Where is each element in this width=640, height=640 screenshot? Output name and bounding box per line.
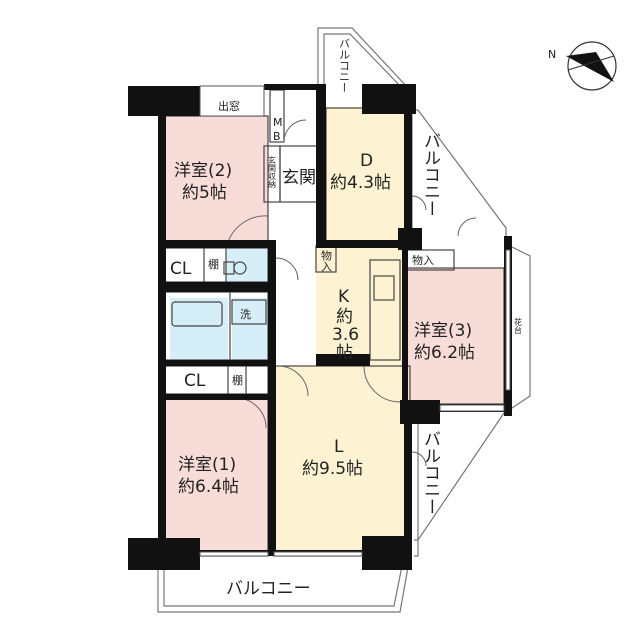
closet-top-label: CL bbox=[170, 259, 192, 279]
bay-window-label: 出窓 bbox=[218, 99, 240, 113]
mb-label-1: M bbox=[273, 116, 283, 129]
balcony-bottom-label: バルコニー bbox=[226, 579, 311, 599]
bedroom3-size: 約6.2帖 bbox=[414, 343, 475, 363]
shelf-top-label: 棚 bbox=[208, 257, 219, 271]
living-size: 約9.5帖 bbox=[302, 459, 363, 479]
flower-stand-label: 花台 bbox=[514, 317, 523, 335]
balcony-top-right-label: バルコニー bbox=[420, 132, 440, 217]
closet-bottom-label: CL bbox=[184, 371, 206, 391]
balcony-right-label: バルコニー bbox=[420, 430, 440, 515]
entrance-storage-label: 玄関収納 bbox=[268, 155, 277, 189]
bedroom1-name: 洋室(1) bbox=[178, 455, 236, 475]
shelf-bottom-label: 棚 bbox=[232, 373, 243, 387]
kitchen-size-3: 帖 bbox=[336, 343, 353, 363]
dining-name: D bbox=[360, 151, 373, 171]
dining-size: 約4.3帖 bbox=[330, 173, 391, 193]
kitchen-name: K bbox=[338, 287, 350, 307]
bedroom2-size: 約5帖 bbox=[182, 183, 227, 203]
bedroom1-size: 約6.4帖 bbox=[178, 477, 239, 497]
mb-label-2: B bbox=[273, 130, 281, 143]
windows bbox=[199, 85, 511, 557]
bath-floor bbox=[170, 298, 228, 360]
bedroom1-floor bbox=[164, 398, 268, 556]
balcony-top-left-label: バルコニー bbox=[338, 38, 351, 93]
wash-floor bbox=[232, 298, 268, 360]
bedroom3-name: 洋室(3) bbox=[414, 321, 472, 341]
north-compass bbox=[566, 41, 617, 91]
kitchen-size-1: 約 bbox=[336, 307, 353, 327]
bedroom2-name: 洋室(2) bbox=[174, 161, 232, 181]
door-swings bbox=[227, 119, 477, 467]
bedroom3-floor bbox=[404, 268, 504, 404]
kitchen-size-2: 3.6 bbox=[332, 325, 359, 345]
kitchen-floor bbox=[316, 246, 404, 366]
north-label: N bbox=[548, 48, 556, 61]
storage-kitchen-label: 物入 bbox=[320, 249, 333, 272]
storage-bed3-label: 物入 bbox=[412, 253, 434, 267]
living-floor bbox=[274, 366, 410, 556]
entrance-label: 玄関 bbox=[282, 168, 316, 188]
bedroom2-floor bbox=[164, 116, 268, 242]
living-name: L bbox=[334, 437, 344, 457]
toilet-floor bbox=[226, 248, 268, 282]
washroom-label: 洗 bbox=[240, 308, 251, 321]
dining-floor bbox=[326, 108, 410, 242]
